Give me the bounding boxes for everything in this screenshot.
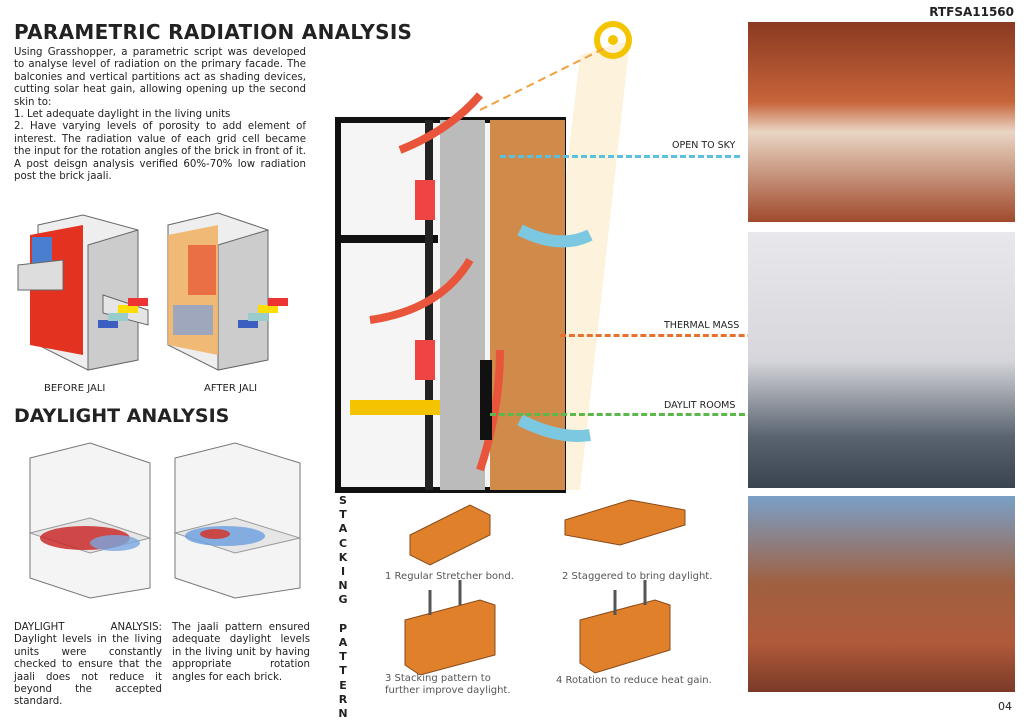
daylit-rooms-line bbox=[490, 413, 825, 416]
airflow-arrow bbox=[398, 92, 484, 154]
jaali-interior-photo bbox=[748, 22, 1015, 222]
radiation-text: Using Grasshopper, a parametric script w… bbox=[14, 47, 306, 183]
airflow-arrow bbox=[476, 349, 504, 472]
daylit-rooms-label: DAYLIT ROOMS bbox=[664, 400, 736, 411]
thermal-mass-label: THERMAL MASS bbox=[664, 320, 740, 331]
radiation-title: PARAMETRIC RADIATION ANALYSIS bbox=[14, 20, 413, 44]
before-jali-label: BEFORE JALI bbox=[44, 383, 106, 394]
brick-diagram-3 bbox=[404, 599, 496, 675]
construction-photo bbox=[748, 496, 1015, 692]
open-to-sky-line bbox=[500, 155, 740, 158]
brick-diagrams bbox=[404, 499, 686, 675]
living-room-photo bbox=[748, 232, 1015, 488]
person-figure bbox=[480, 360, 492, 440]
after-jali-label: AFTER JALI bbox=[204, 383, 258, 394]
page-number: 04 bbox=[998, 700, 1012, 713]
light-arrow bbox=[517, 224, 593, 248]
daylight-model-before bbox=[28, 442, 152, 599]
daylight-text-left: DAYLIGHT ANALYSIS: Daylight levels in th… bbox=[14, 622, 162, 708]
airflow-arrow bbox=[369, 257, 474, 324]
light-arrow bbox=[517, 414, 591, 442]
radiation-point-2: 2. Have varying levels of porosity to ad… bbox=[14, 121, 306, 183]
radiation-models bbox=[17, 212, 288, 371]
brick-diagram-2 bbox=[564, 499, 686, 546]
radiation-legend-after bbox=[238, 298, 288, 328]
step-4-caption: 4 Rotation to reduce heat gain. bbox=[556, 675, 712, 686]
step-1-caption: 1 Regular Stretcher bond. bbox=[385, 571, 514, 582]
daylight-text-right: The jaali pattern ensured adequate dayli… bbox=[172, 622, 310, 683]
sun-icon bbox=[594, 21, 632, 59]
daylight-model-after bbox=[173, 442, 302, 599]
radiation-legend-before bbox=[98, 298, 148, 328]
brick-diagram-4 bbox=[579, 599, 671, 674]
after-jali-model bbox=[167, 212, 269, 371]
daylight-models bbox=[28, 442, 302, 599]
step-2-caption: 2 Staggered to bring daylight. bbox=[562, 571, 713, 582]
building-section bbox=[335, 21, 632, 493]
step-3-caption: 3 Stacking pattern to further improve da… bbox=[385, 673, 511, 696]
before-jali-model bbox=[17, 214, 149, 371]
radiation-paragraph: Using Grasshopper, a parametric script w… bbox=[14, 47, 306, 108]
radiation-point-1: 1. Let adequate daylight in the living u… bbox=[14, 109, 231, 121]
open-to-sky-label: OPEN TO SKY bbox=[672, 140, 736, 151]
project-code: RTFSA11560 bbox=[929, 5, 1014, 19]
brick-diagram-1 bbox=[409, 504, 491, 566]
thermal-mass-line bbox=[560, 334, 825, 337]
daylight-title: DAYLIGHT ANALYSIS bbox=[14, 405, 230, 427]
